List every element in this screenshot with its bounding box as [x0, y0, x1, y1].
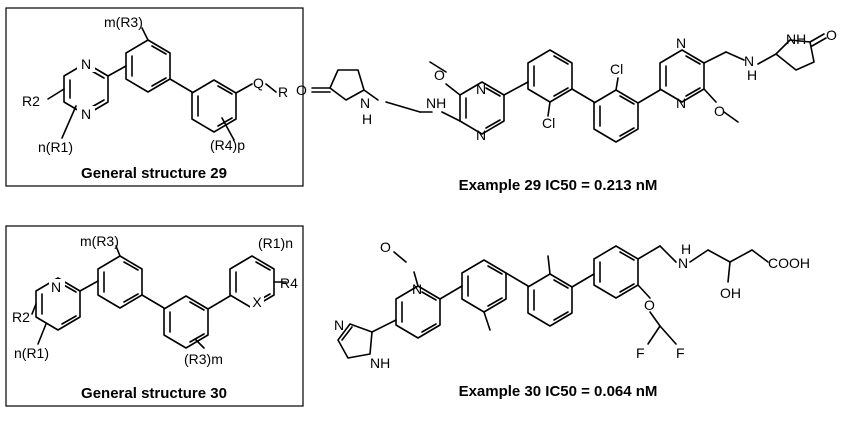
example-30-bonds — [337, 245, 769, 359]
ex29-label-n-pyrazine-left-top: N — [476, 81, 486, 97]
label-r1-left: n(R1) — [14, 345, 49, 361]
label-r4: R4 — [280, 275, 298, 291]
ex30-label-nh-imidazoline: NH — [370, 355, 390, 371]
label-r1-right: (R1)n — [258, 235, 293, 251]
label-x: X — [252, 294, 262, 310]
example-29-title: Example 29 IC50 = 0.213 nM — [459, 177, 658, 194]
label-r1: n(R1) — [38, 139, 73, 155]
ex29-label-n-lactam-left: N — [360, 95, 370, 111]
example-29-bonds — [311, 33, 827, 143]
general-structure-30: N X m(R3) (R1)n R4 R2 (R3)m n(R1) Genera… — [5, 225, 304, 407]
structure-bonds — [31, 245, 287, 349]
ex29-label-n-pyrazine-left-bottom: N — [476, 127, 486, 143]
example-30-structure: O N N NH N H OH COOH O F F Example 30 IC… — [334, 239, 810, 400]
ex29-label-n-amine-right: N — [744, 53, 754, 69]
ex29-label-h-amine-right: H — [747, 67, 757, 83]
ex30-label-methoxy-o: O — [380, 239, 391, 255]
caption-general-structure-29: General structure 29 — [81, 165, 227, 182]
ex29-label-h-lactam-left: H — [362, 111, 372, 127]
label-r3-top: m(R3) — [80, 233, 119, 249]
label-r: R — [278, 84, 288, 100]
label-n-top: N — [81, 56, 91, 72]
ex30-label-f-right: F — [676, 345, 685, 361]
ex30-label-oh: OH — [720, 285, 741, 301]
ex29-label-methoxy-o-left: O — [434, 67, 445, 83]
label-r3-bottom: (R3)m — [184, 351, 223, 367]
label-r4: (R4)p — [210, 137, 245, 153]
label-n: N — [51, 279, 61, 295]
ex30-label-n-amine: N — [678, 255, 688, 271]
panel-frame — [5, 225, 304, 407]
ex30-label-cooh: COOH — [768, 255, 810, 271]
ex30-label-f-left: F — [636, 345, 645, 361]
label-q: Q — [253, 75, 264, 91]
ex29-label-nh-lactam-right: NH — [786, 31, 806, 47]
caption-general-structure-30: General structure 30 — [81, 385, 227, 402]
ex30-label-ether-o: O — [644, 297, 655, 313]
ex29-label-n-pyrazine-right-bottom: N — [676, 95, 686, 111]
label-r2: R2 — [22, 93, 40, 109]
ex29-label-nh-left: NH — [426, 95, 446, 111]
ex30-label-h-amine: H — [681, 241, 691, 257]
ex29-label-cl-top: Cl — [610, 61, 623, 77]
example-29-structure: O N H NH O N N Cl Cl N N O N H NH O Exam… — [296, 27, 837, 194]
label-r2: R2 — [12, 309, 30, 325]
ex29-label-o-right: O — [826, 27, 837, 43]
ex30-label-n-pyridine: N — [412, 281, 422, 297]
ex30-label-n-imidazoline: N — [334, 317, 344, 333]
example-30-title: Example 30 IC50 = 0.064 nM — [459, 383, 658, 400]
general-structure-29: N N m(R3) Q R R2 (R4)p n(R1) General str… — [5, 7, 304, 187]
label-r3: m(R3) — [104, 14, 143, 30]
panel-frame — [5, 7, 304, 187]
ex29-label-cl-bottom: Cl — [542, 115, 555, 131]
structure-bonds — [47, 27, 277, 141]
ex29-label-n-pyrazine-right-top: N — [676, 35, 686, 51]
label-n-bottom: N — [81, 106, 91, 122]
ex29-label-o-left: O — [296, 82, 307, 98]
ex29-label-methoxy-o-right: O — [714, 103, 725, 119]
